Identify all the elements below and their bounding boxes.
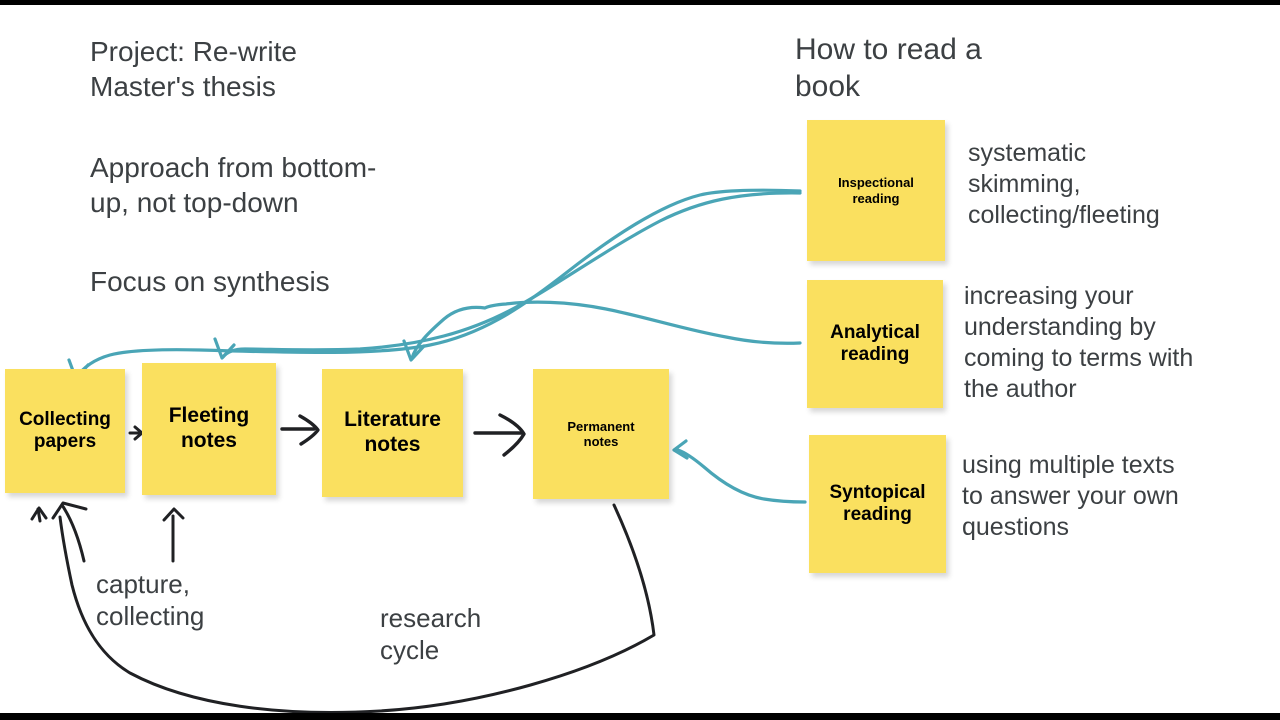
sticky-note-label: Fleeting notes bbox=[168, 404, 250, 452]
annotation-research-cycle: research cycle bbox=[380, 603, 482, 666]
black-arrow-capture-fleeting bbox=[162, 507, 185, 563]
teal-arrow-syntopical-to-permanent bbox=[672, 439, 807, 504]
sticky-note-label: Syntopical reading bbox=[829, 481, 926, 525]
reading-section-heading: How to read a book bbox=[795, 33, 982, 104]
project-focus-text: Focus on synthesis bbox=[90, 266, 330, 297]
letterbox-bar-top bbox=[0, 0, 1280, 5]
project-approach-text: Approach from bottom- up, not top-down bbox=[90, 152, 377, 218]
project-title: Project: Re-write Master's thesis bbox=[90, 36, 297, 102]
letterbox-bar-bottom bbox=[0, 713, 1280, 720]
sticky-note-permanent-notes[interactable]: Permanent notes bbox=[533, 369, 669, 499]
sticky-note-analytical-reading[interactable]: Analytical reading bbox=[807, 280, 943, 408]
sticky-note-label: Inspectional reading bbox=[838, 175, 914, 206]
black-arrow-capture-right bbox=[51, 501, 88, 563]
black-arrow-literature-to-permanent bbox=[473, 413, 526, 457]
sticky-note-inspectional-reading[interactable]: Inspectional reading bbox=[807, 120, 945, 261]
sticky-note-label: Analytical reading bbox=[830, 321, 920, 365]
sticky-note-label: Collecting papers bbox=[19, 408, 111, 452]
black-arrow-fleeting-to-literature bbox=[280, 414, 320, 446]
sticky-note-syntopical-reading[interactable]: Syntopical reading bbox=[809, 435, 946, 573]
whiteboard-canvas[interactable]: Project: Re-write Master's thesis Approa… bbox=[0, 5, 1280, 713]
description-analytical-reading: increasing your understanding by coming … bbox=[964, 282, 1194, 403]
description-inspectional-reading: systematic skimming, collecting/fleeting bbox=[968, 139, 1160, 229]
annotation-capture-collecting: capture, collecting bbox=[96, 569, 205, 632]
sticky-note-literature-notes[interactable]: Literature notes bbox=[322, 369, 463, 497]
sticky-note-label: Permanent notes bbox=[567, 418, 635, 449]
sticky-note-collecting-papers[interactable]: Collecting papers bbox=[5, 369, 125, 493]
description-syntopical-reading: using multiple texts to answer your own … bbox=[962, 451, 1179, 541]
sticky-note-label: Literature notes bbox=[344, 408, 441, 456]
black-arrow-capture-left bbox=[30, 506, 48, 523]
black-arrow-collecting-to-fleeting bbox=[128, 425, 144, 441]
sticky-note-fleeting-notes[interactable]: Fleeting notes bbox=[142, 363, 276, 495]
teal-arrow-analytical-to-literature bbox=[402, 300, 802, 362]
